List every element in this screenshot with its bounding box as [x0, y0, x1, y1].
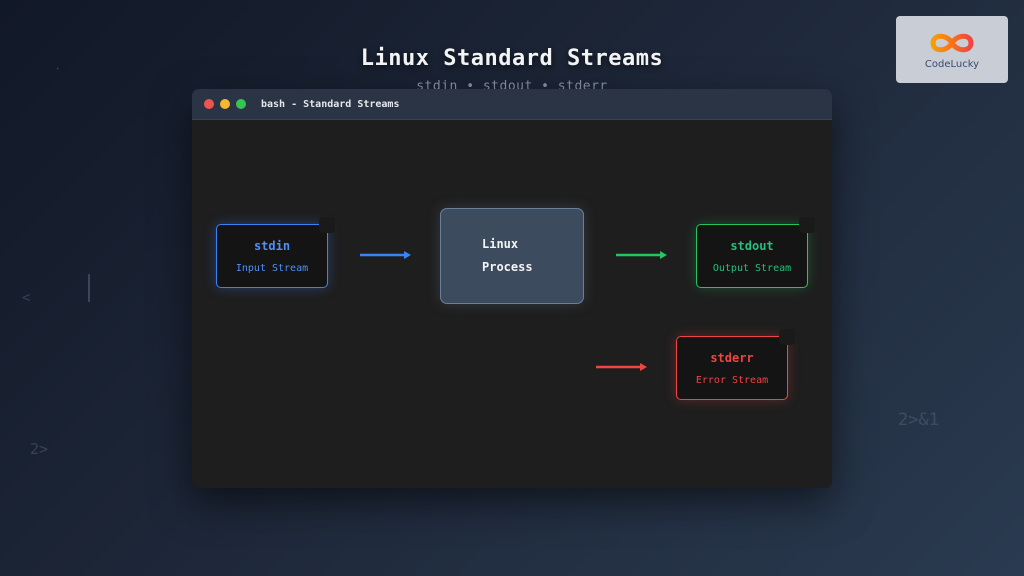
window-titlebar: bash - Standard Streams	[192, 89, 832, 120]
window-title: bash - Standard Streams	[261, 98, 400, 110]
corner-badge	[779, 329, 795, 345]
logo-text: CodeLucky	[924, 59, 980, 70]
stderr-box: stderr Error Stream	[676, 329, 795, 400]
corner-badge	[799, 217, 815, 233]
stdout-label: stdout	[730, 238, 774, 253]
stdout-arrow-icon	[616, 251, 667, 259]
bg-redirect-merge: 2>&1	[898, 410, 939, 430]
corner-badge	[319, 217, 335, 233]
maximize-window-button[interactable]	[236, 99, 246, 109]
bg-redirect-stderr: 2>	[30, 440, 49, 458]
terminal-window: bash - Standard Streams stdin Input Stre…	[192, 89, 832, 488]
process-label-line1: Linux	[482, 237, 519, 251]
bg-bar	[88, 274, 90, 302]
close-window-button[interactable]	[204, 99, 214, 109]
process-label-line2: Process	[482, 260, 533, 274]
bg-glyph: <	[22, 290, 31, 306]
infinity-logo-icon	[930, 33, 974, 53]
stderr-arrow-icon	[596, 363, 647, 371]
stdin-description: Input Stream	[235, 262, 309, 274]
stderr-description: Error Stream	[695, 374, 769, 386]
stdout-box: stdout Output Stream	[696, 217, 815, 288]
bg-dot: ·	[54, 62, 62, 76]
minimize-window-button[interactable]	[220, 99, 230, 109]
stdin-box: stdin Input Stream	[216, 217, 335, 288]
stdin-label: stdin	[253, 238, 291, 253]
linux-process-box: Linux Process	[440, 208, 584, 304]
stdout-description: Output Stream	[712, 262, 792, 274]
stdin-arrow-icon	[360, 251, 411, 259]
codelucky-logo[interactable]: CodeLucky	[896, 16, 1008, 83]
stderr-label: stderr	[710, 350, 754, 365]
page-title: Linux Standard Streams	[360, 46, 664, 71]
